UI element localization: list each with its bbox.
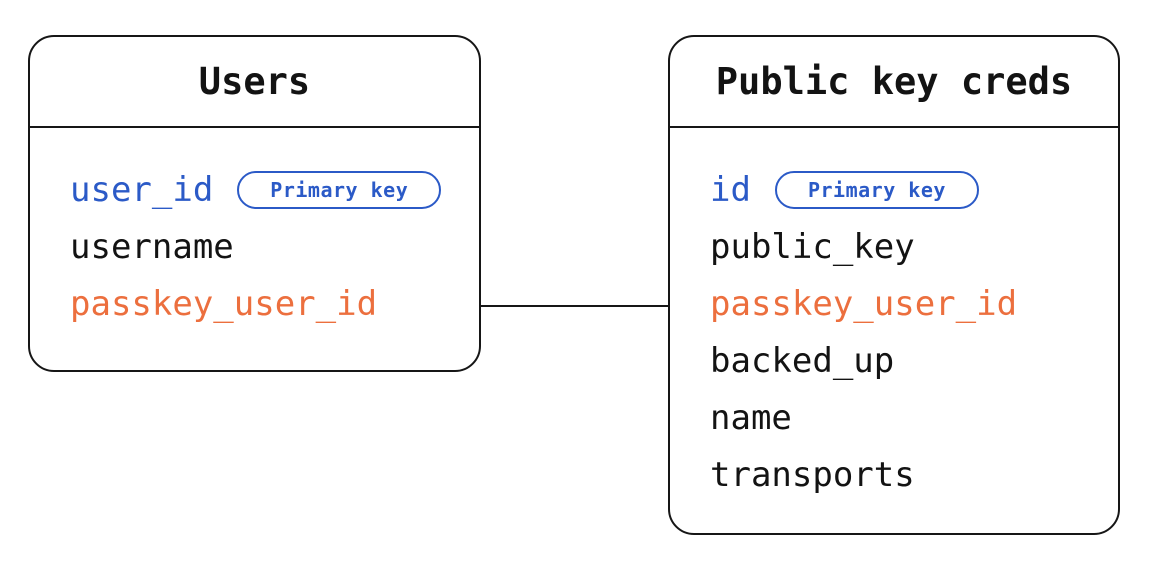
table-public-key-creds-fields: id Primary key public_key passkey_user_i… — [670, 128, 1118, 503]
field-row-passkey-user-id: passkey_user_id — [70, 275, 479, 332]
field-row-name: name — [710, 389, 1118, 446]
field-row-user-id: user_id Primary key — [70, 161, 479, 218]
field-row-backed-up: backed_up — [710, 332, 1118, 389]
primary-key-badge: Primary key — [774, 170, 979, 209]
field-name-username: username — [70, 226, 234, 267]
table-users-title: Users — [198, 60, 311, 103]
field-row-username: username — [70, 218, 479, 275]
table-users-fields: user_id Primary key username passkey_use… — [30, 128, 479, 332]
field-name-public-key: public_key — [710, 226, 915, 267]
field-name-user-id: user_id — [70, 169, 214, 210]
field-name-backed-up: backed_up — [710, 340, 895, 381]
table-users: Users user_id Primary key username passk… — [28, 35, 481, 372]
field-row-id: id Primary key — [710, 161, 1118, 218]
field-name-transports: transports — [710, 454, 915, 495]
field-row-transports: transports — [710, 446, 1118, 503]
field-name-id: id — [710, 169, 751, 210]
field-name-passkey-user-id: passkey_user_id — [70, 283, 378, 324]
field-name-passkey-user-id: passkey_user_id — [710, 283, 1018, 324]
relationship-line — [480, 305, 669, 307]
field-row-public-key: public_key — [710, 218, 1118, 275]
field-name-name: name — [710, 397, 792, 438]
table-public-key-creds-header: Public key creds — [670, 37, 1118, 128]
table-public-key-creds-title: Public key creds — [715, 60, 1073, 103]
field-row-passkey-user-id: passkey_user_id — [710, 275, 1118, 332]
table-public-key-creds: Public key creds id Primary key public_k… — [668, 35, 1120, 535]
table-users-header: Users — [30, 37, 479, 128]
primary-key-badge: Primary key — [237, 170, 442, 209]
